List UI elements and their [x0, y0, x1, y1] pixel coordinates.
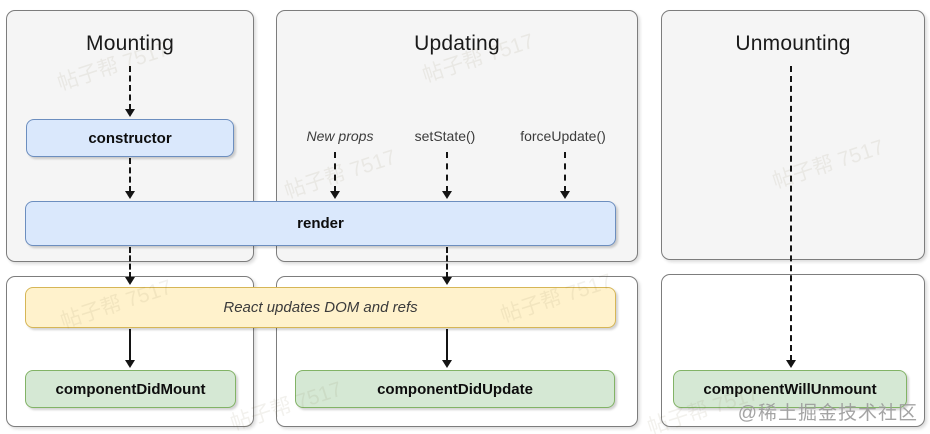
node-constructor: constructor [26, 119, 234, 157]
render-label: render [297, 215, 344, 232]
node-componentdidupdate: componentDidUpdate [295, 370, 615, 408]
unmounting-title: Unmounting [735, 32, 851, 55]
node-componentdidmount: componentDidMount [25, 370, 236, 408]
componentdidmount-label: componentDidMount [55, 380, 206, 398]
componentdidupdate-label: componentDidUpdate [377, 380, 533, 398]
node-componentwillunmount: componentWillUnmount [673, 370, 907, 408]
trigger-new-props-label: New props [306, 128, 374, 144]
trigger-forceupdate-label: forceUpdate() [520, 128, 606, 144]
trigger-setstate-label: setState() [414, 128, 476, 144]
node-react-updates-dom: React updates DOM and refs [25, 287, 616, 328]
updating-title: Updating [414, 32, 500, 55]
mounting-title: Mounting [86, 32, 174, 55]
footer-watermark: @稀土掘金技术社区 [737, 403, 918, 424]
panel-unmounting-top: Unmounting [661, 10, 925, 260]
constructor-label: constructor [88, 129, 172, 147]
react-updates-label: React updates DOM and refs [223, 299, 418, 316]
componentwillunmount-label: componentWillUnmount [703, 380, 877, 398]
node-render: render [25, 201, 616, 246]
